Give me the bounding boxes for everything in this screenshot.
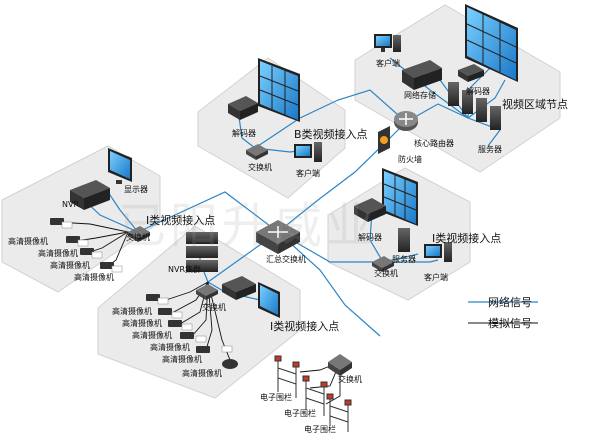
label-core-router: 核心路由器: [414, 139, 454, 148]
right-decoder-device: [354, 198, 386, 222]
label-nvr-cluster: NVR集群: [168, 265, 202, 274]
label-firewall: 防火墙: [398, 155, 422, 164]
client-pc-top: [374, 34, 401, 52]
label-hd-cam-1: 高清摄像机: [8, 237, 48, 246]
label-nvr-left: NVR: [62, 200, 80, 209]
right-client-pc: [424, 242, 452, 262]
legend-analog-label: 模拟信号: [488, 317, 532, 330]
decoder-top-device: [458, 64, 484, 82]
right-switch-icon: [372, 256, 394, 272]
lower-decoder-device: [222, 276, 256, 300]
label-hd-cam-2: 高清摄像机: [38, 249, 78, 258]
fence-switch-icon: [328, 354, 352, 376]
label-server-top: 服务器: [478, 145, 502, 154]
net-storage-device: [402, 60, 442, 90]
label-core-switch: 汇总交换机: [266, 255, 306, 264]
label-fence-1: 电子围栏: [260, 393, 292, 402]
watermark-text: 已阳升威业: [118, 198, 379, 254]
label-hd-cam-6: 高清摄像机: [122, 319, 162, 328]
video-wall-top: [465, 4, 518, 82]
b-client-pc: [294, 142, 322, 162]
label-b-client: 客户端: [296, 169, 320, 178]
camera-group-lower: [146, 294, 238, 369]
label-switch-lower: 交换机: [202, 303, 226, 312]
right-server: [398, 228, 410, 252]
label-switch-left: 交换机: [126, 233, 150, 242]
label-fence-3: 电子围栏: [304, 425, 336, 434]
label-video-region-node: 视频区域节点: [502, 98, 568, 111]
server-rack-group: [448, 82, 501, 130]
b-switch-icon: [246, 144, 268, 160]
label-hd-cam-10: 高清摄像机: [182, 369, 222, 378]
label-r-decoder: 解码器: [358, 233, 382, 242]
label-i-point-left: I类视频接入点: [146, 214, 216, 227]
label-r-client: 客户端: [424, 273, 448, 282]
firewall-icon: [378, 126, 390, 154]
label-hd-cam-7: 高清摄像机: [132, 331, 172, 340]
label-hd-cam-9: 高清摄像机: [162, 355, 202, 364]
b-decoder-device: [228, 96, 258, 120]
camera-group-left: [50, 218, 123, 273]
video-wall-b: [258, 58, 300, 122]
switch-lower-icon: [196, 284, 218, 300]
label-display: 显示器: [124, 185, 148, 194]
label-hd-cam-5: 高清摄像机: [112, 307, 152, 316]
fence-posts: [274, 355, 352, 432]
display-monitor: [108, 148, 132, 184]
core-switch-icon: [256, 220, 300, 254]
panel-b-point: [197, 57, 346, 199]
panel-i-lower: [97, 225, 301, 399]
label-i-point-right: I类视频接入点: [432, 232, 502, 245]
legend-network-label: 网络信号: [488, 296, 532, 309]
label-r-switch: 交换机: [374, 269, 398, 278]
label-net-storage: 网络存储: [404, 91, 436, 100]
lower-monitor: [258, 282, 280, 318]
label-hd-cam-4: 高清摄像机: [74, 273, 114, 282]
label-r-server: 服务器: [392, 255, 416, 264]
core-router-icon: [394, 111, 418, 131]
label-b-switch: 交换机: [248, 163, 272, 172]
label-fence-switch: 交换机: [338, 375, 362, 384]
label-hd-cam-3: 高清摄像机: [50, 261, 90, 270]
label-client-top: 客户端: [376, 59, 400, 68]
video-wall-right: [382, 168, 418, 226]
nvr-left-device: [70, 180, 110, 210]
label-b-point: B类视频接入点: [294, 128, 368, 141]
label-fence-2: 电子围栏: [284, 409, 316, 418]
label-hd-cam-8: 高清摄像机: [150, 343, 190, 352]
label-i-point-lower: I类视频接入点: [270, 320, 340, 333]
nvr-cluster-device: [186, 232, 218, 272]
label-decoder-top: 解码器: [466, 87, 490, 96]
label-b-decoder: 解码器: [232, 129, 256, 138]
switch-left-icon: [128, 226, 150, 242]
